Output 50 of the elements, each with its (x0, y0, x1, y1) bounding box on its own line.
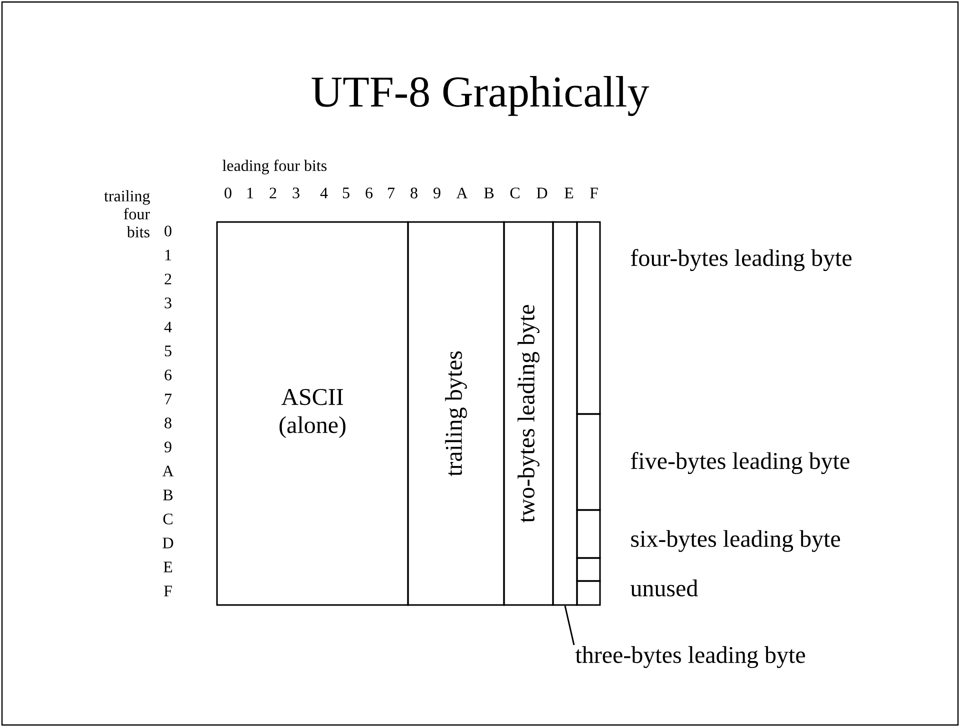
cell-caption: five-bytes leading byte (630, 452, 850, 474)
row-digit: D (162, 538, 174, 548)
column-digit: 1 (247, 188, 254, 198)
grid-cell (576, 413, 601, 511)
column-digit: 0 (224, 188, 232, 198)
slide-title: UTF-8 Graphically (312, 76, 650, 116)
row-digit: 0 (164, 226, 172, 236)
grid-cell (552, 221, 578, 606)
leader-line (564, 606, 575, 646)
region-box: trailing bytes (407, 221, 505, 606)
row-digit: E (164, 562, 172, 572)
column-digit: F (590, 188, 598, 198)
row-digit: 9 (164, 442, 172, 452)
row-digit: F (164, 586, 172, 596)
row-digit: 6 (164, 370, 172, 380)
column-digit: 4 (320, 188, 328, 198)
grid-cell (576, 557, 601, 582)
axis-title: leading four bits (222, 160, 326, 174)
row-digit: A (162, 466, 174, 476)
row-digit: 7 (165, 394, 172, 404)
row-digit: B (163, 490, 173, 500)
column-digit: C (510, 188, 520, 198)
column-digit: 2 (270, 188, 276, 198)
region-box: two-bytes leading byte (503, 221, 554, 606)
column-digit: 9 (434, 188, 440, 198)
callout-text: three-bytes leading byte (575, 646, 805, 668)
row-digit: 1 (165, 250, 172, 260)
grid-cell (576, 509, 601, 559)
column-digit: 8 (410, 188, 418, 198)
axis-title: trailing four bits (104, 190, 150, 238)
column-digit: 7 (388, 188, 395, 198)
grid-cell (576, 580, 601, 606)
row-digit: 8 (164, 418, 172, 428)
column-digit: A (456, 188, 468, 198)
cell-caption: four-bytes leading byte (630, 248, 852, 272)
region-box: ASCII (alone) (216, 221, 409, 606)
column-digit: 3 (292, 188, 300, 198)
cell-caption: six-bytes leading byte (631, 530, 840, 552)
column-digit: D (536, 188, 548, 198)
row-digit: 2 (164, 274, 172, 284)
cell-caption: unused (630, 580, 698, 596)
row-digit: 3 (164, 298, 172, 308)
grid-cell (576, 221, 601, 415)
column-digit: 5 (342, 188, 350, 198)
column-digit: E (564, 188, 574, 198)
column-digit: B (484, 188, 494, 198)
row-digit: 4 (164, 322, 172, 332)
column-digit: 6 (366, 188, 373, 198)
row-digit: C (163, 514, 172, 524)
row-digit: 5 (164, 346, 172, 356)
